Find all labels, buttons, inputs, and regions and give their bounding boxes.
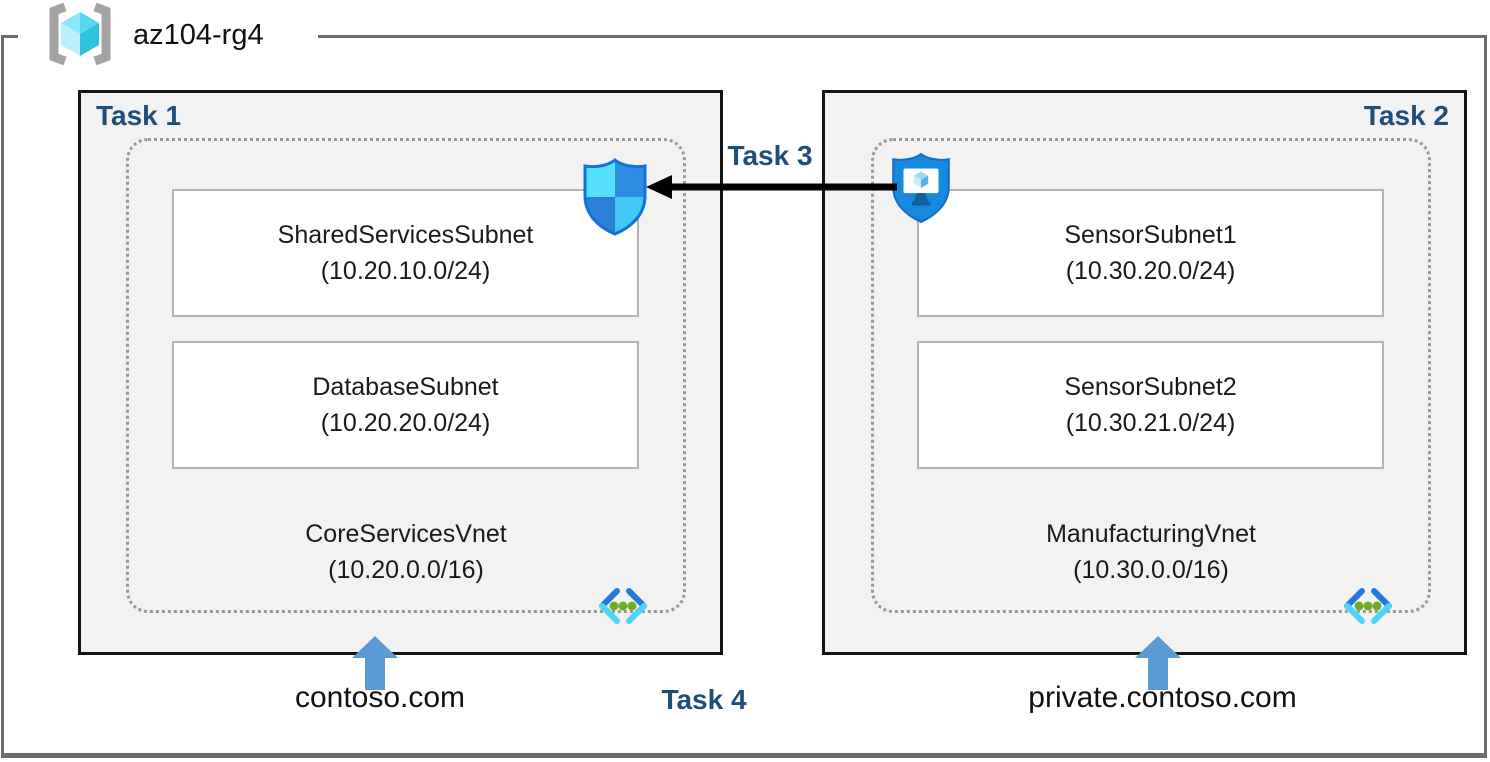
subnet-cidr: (10.20.10.0/24) [320, 257, 491, 285]
resource-group-icon [49, 2, 111, 66]
virtual-network-icon [1344, 588, 1392, 624]
core-services-vnet-boundary: SharedServicesSubnet (10.20.10.0/24) Dat… [126, 138, 686, 624]
bastion-icon [892, 152, 950, 224]
dns-arrow-up-icon [1135, 636, 1181, 690]
vnet-cidr: (10.20.0.0/16) [328, 556, 484, 584]
vnet-name: ManufacturingVnet [1046, 520, 1256, 548]
vnet-name: CoreServicesVnet [305, 520, 507, 548]
task2-box: Task 2 SensorSubnet1 (10.30.20.0/24) Sen… [822, 90, 1467, 655]
resource-group-boundary [1, 35, 1487, 758]
manufacturing-vnet-boundary: SensorSubnet1 (10.30.20.0/24) SensorSubn… [871, 138, 1431, 624]
vnet-cidr: (10.30.0.0/16) [1073, 556, 1229, 584]
subnet-cidr: (10.30.20.0/24) [1065, 257, 1236, 285]
subnet-name: SensorSubnet2 [1064, 373, 1237, 401]
subnet-cidr: (10.20.20.0/24) [320, 409, 491, 437]
task3-arrow [646, 175, 897, 199]
dns-arrow-up-icon [352, 636, 398, 690]
subnet-box-sensor1: SensorSubnet1 (10.30.20.0/24) [917, 189, 1384, 317]
subnet-box-shared-services: SharedServicesSubnet (10.20.10.0/24) [172, 189, 639, 317]
task3-label: Task 3 [727, 140, 813, 171]
task1-box: Task 1 SharedServicesSubnet (10.20.10.0/… [78, 90, 723, 655]
task4-label: Task 4 [661, 684, 747, 715]
virtual-network-icon [599, 588, 647, 624]
network-security-group-icon [583, 158, 647, 236]
subnet-name: SharedServicesSubnet [277, 221, 534, 249]
task2-label: Task 2 [1363, 100, 1449, 131]
task1-label: Task 1 [96, 100, 182, 131]
subnet-cidr: (10.30.21.0/24) [1065, 409, 1236, 437]
subnet-name: SensorSubnet1 [1064, 221, 1237, 249]
vnet-label-manufacturing: ManufacturingVnet (10.30.0.0/16) [874, 516, 1428, 588]
subnet-box-database: DatabaseSubnet (10.20.20.0/24) [172, 341, 639, 469]
resource-group-name: az104-rg4 [133, 19, 264, 51]
subnet-name: DatabaseSubnet [312, 373, 499, 401]
vnet-label-core-services: CoreServicesVnet (10.20.0.0/16) [129, 516, 683, 588]
subnet-box-sensor2: SensorSubnet2 (10.30.21.0/24) [917, 341, 1384, 469]
